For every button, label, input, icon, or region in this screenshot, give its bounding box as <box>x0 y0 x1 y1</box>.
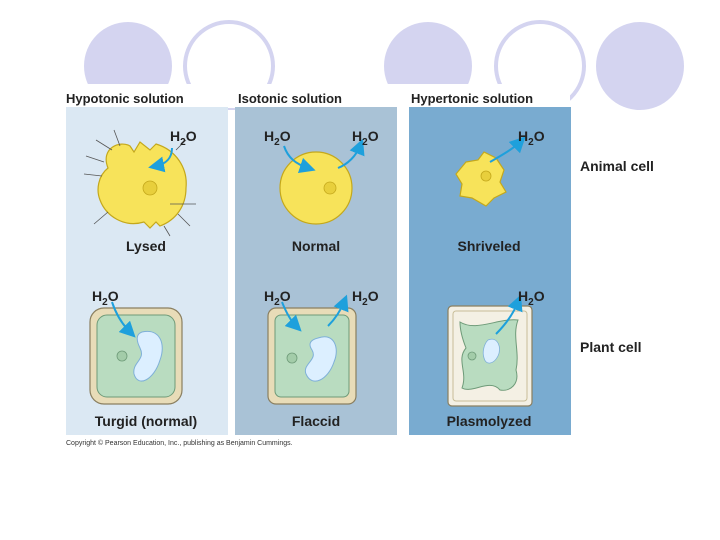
water-label: H2O <box>170 128 197 148</box>
normal-label: Normal <box>291 238 341 254</box>
plant-cell-row-label: Plant cell <box>580 339 642 355</box>
normal-animal-cell <box>279 151 353 225</box>
hypotonic-heading: Hypotonic solution <box>66 91 184 106</box>
water-label: H2O <box>92 288 119 308</box>
water-label: H2O <box>264 288 291 308</box>
slide-decoration <box>60 20 684 110</box>
hypertonic-heading: Hypertonic solution <box>411 91 534 106</box>
water-arrow-normal-in <box>283 145 316 174</box>
turgid-label: Turgid (normal) <box>94 413 198 429</box>
isotonic-heading: Isotonic solution <box>238 91 342 106</box>
water-label: H2O <box>264 128 291 148</box>
water-arrow-shriveled <box>489 136 526 163</box>
copyright-notice: Copyright © Pearson Education, Inc., pub… <box>66 440 293 447</box>
water-arrow-plasmolyzed <box>495 294 523 335</box>
water-arrow-turgid <box>111 301 136 338</box>
plasmolyzed-plant-cell <box>447 305 533 407</box>
water-label: H2O <box>518 288 545 308</box>
deco-circle <box>596 22 684 110</box>
water-arrow-flaccid-in <box>281 301 302 332</box>
animal-cell-row-label: Animal cell <box>580 158 654 174</box>
shriveled-animal-cell <box>455 151 507 207</box>
water-arrow-lysed <box>148 147 173 173</box>
water-label: H2O <box>518 128 545 148</box>
turgid-plant-cell <box>89 307 183 405</box>
plasmolyzed-label: Plasmolyzed <box>446 413 532 429</box>
lysed-label: Lysed <box>126 238 166 254</box>
water-arrow-normal-out <box>337 138 365 169</box>
flaccid-label: Flaccid <box>291 413 341 429</box>
shriveled-label: Shriveled <box>457 238 521 254</box>
water-label: H2O <box>352 288 379 308</box>
water-arrow-flaccid-out <box>327 294 349 327</box>
water-label: H2O <box>352 128 379 148</box>
flaccid-plant-cell <box>267 307 357 405</box>
